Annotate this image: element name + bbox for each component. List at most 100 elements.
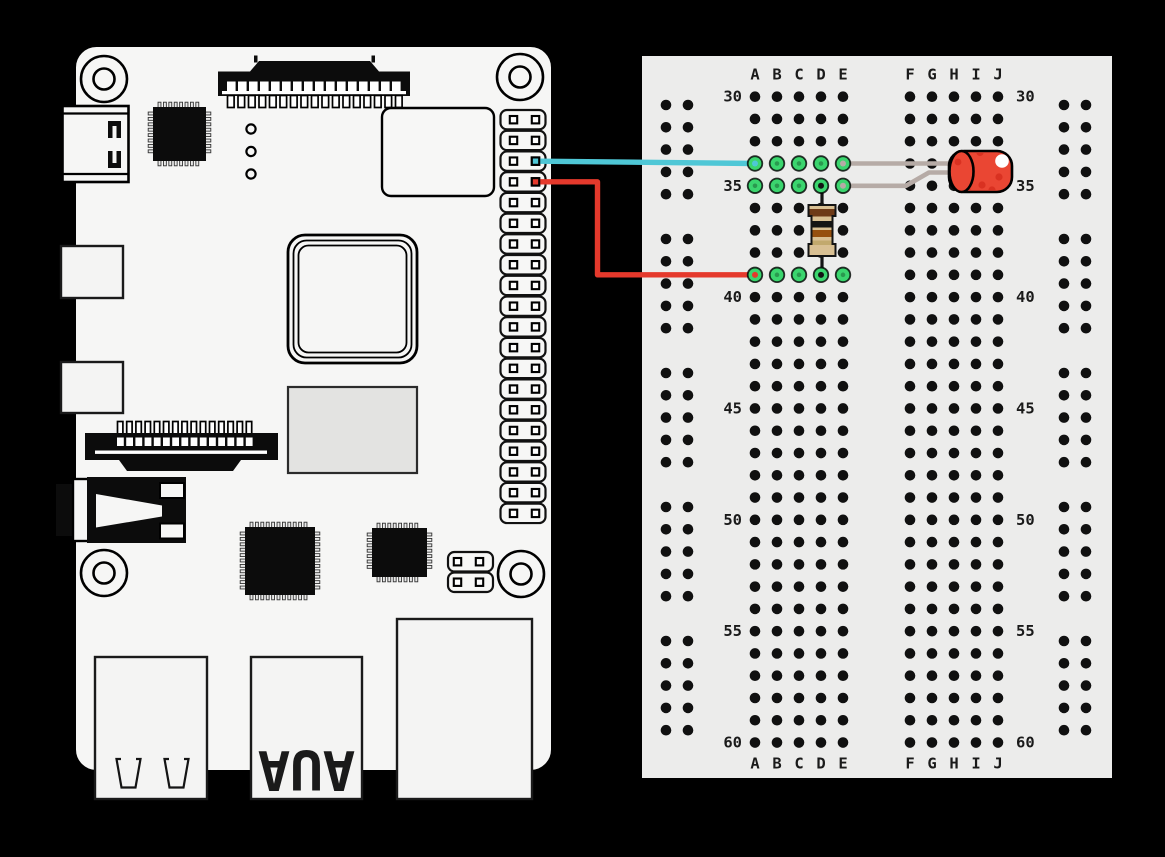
breadboard-hole <box>948 403 960 414</box>
breadboard-hole <box>904 135 916 147</box>
breadboard-hole <box>749 202 761 214</box>
breadboard-label: 60 <box>1016 734 1035 752</box>
breadboard-hole <box>749 135 761 147</box>
breadboard-hole <box>1080 99 1092 111</box>
breadboard-hole <box>1080 546 1092 557</box>
gpio-pin-pair <box>499 440 547 463</box>
breadboard-hole <box>682 434 694 446</box>
breadboard-hole-connected <box>746 177 764 194</box>
cyan-jumper-wire <box>536 158 758 167</box>
breadboard-hole <box>948 358 960 370</box>
breadboard-hole <box>815 648 827 659</box>
breadboard-hole <box>926 603 938 615</box>
wifi-module <box>380 106 496 198</box>
breadboard-hole <box>749 336 761 347</box>
gpio-pin <box>530 280 541 291</box>
breadboard-hole <box>837 380 849 392</box>
breadboard-hole <box>1058 501 1070 513</box>
breadboard-hole <box>815 737 827 748</box>
breadboard-hole <box>904 625 916 637</box>
breadboard-hole <box>926 559 938 570</box>
gpio-pin-pair <box>499 502 547 525</box>
breadboard-label: J <box>993 755 1002 773</box>
breadboard-hole <box>771 536 783 548</box>
breadboard-hole <box>771 225 783 236</box>
breadboard-hole <box>926 269 938 281</box>
breadboard-hole <box>970 202 982 214</box>
breadboard-hole <box>1080 166 1092 178</box>
breadboard-hole <box>926 336 938 347</box>
gpio-pin-pair <box>499 108 547 131</box>
breadboard-hole <box>992 692 1004 704</box>
breadboard-hole <box>682 390 694 401</box>
breadboard-hole <box>970 737 982 748</box>
breadboard-hole <box>948 670 960 682</box>
breadboard-label: 50 <box>723 511 742 529</box>
breadboard-hole <box>660 635 672 647</box>
gpio-header <box>499 108 547 525</box>
breadboard-hole <box>682 702 694 714</box>
breadboard-hole <box>904 536 916 548</box>
gpio-pin <box>530 446 541 456</box>
breadboard-hole <box>749 514 761 526</box>
breadboard-hole <box>904 403 916 414</box>
led-end-cap <box>948 149 975 194</box>
breadboard-hole <box>682 635 694 647</box>
gpio-pin <box>508 322 519 332</box>
gpio-pin <box>508 301 519 311</box>
breadboard-hole <box>1080 501 1092 513</box>
resistor-band <box>811 230 833 237</box>
gpio-pin <box>508 218 519 229</box>
breadboard-label: 35 <box>1016 177 1035 195</box>
gpio-pin-pair <box>499 316 547 338</box>
display-connector <box>218 55 410 109</box>
breadboard-hole-insert <box>774 183 780 189</box>
breadboard-hole <box>682 456 694 468</box>
breadboard-hole <box>904 202 916 214</box>
breadboard-hole <box>948 625 960 637</box>
breadboard-hole <box>1080 724 1092 736</box>
breadboard-hole <box>926 225 938 236</box>
breadboard-hole <box>815 536 827 548</box>
micro-hdmi-port <box>59 360 125 415</box>
breadboard-hole <box>682 322 694 334</box>
breadboard-hole <box>771 113 783 125</box>
breadboard-hole <box>948 559 960 570</box>
breadboard-hole <box>948 536 960 548</box>
gpio-pin <box>530 156 541 166</box>
gpio-pin <box>530 301 541 311</box>
breadboard-hole <box>815 670 827 682</box>
breadboard-hole <box>771 737 783 748</box>
breadboard-hole <box>1080 702 1092 714</box>
breadboard-hole <box>682 233 694 245</box>
breadboard-hole <box>815 559 827 570</box>
breadboard-hole <box>749 559 761 570</box>
breadboard-hole <box>837 403 849 414</box>
breadboard-label: C <box>794 66 803 84</box>
breadboard-hole <box>926 492 938 503</box>
gpio-pin <box>508 239 519 249</box>
breadboard-hole <box>1080 278 1092 289</box>
breadboard-label: D <box>816 66 825 84</box>
breadboard-hole <box>992 559 1004 570</box>
breadboard-hole <box>1080 524 1092 535</box>
breadboard-hole <box>1058 166 1070 178</box>
breadboard-hole <box>970 91 982 102</box>
breadboard-hole <box>837 514 849 526</box>
breadboard-hole <box>793 247 805 258</box>
breadboard-hole <box>904 514 916 526</box>
breadboard-hole <box>749 113 761 125</box>
breadboard-hole <box>771 314 783 325</box>
breadboard-hole <box>771 202 783 214</box>
breadboard-hole <box>904 269 916 281</box>
resistor-band <box>811 240 833 245</box>
breadboard-hole <box>815 603 827 615</box>
breadboard-hole <box>837 447 849 459</box>
breadboard-hole-insert <box>752 271 758 278</box>
breadboard-hole <box>1058 322 1070 334</box>
breadboard-hole <box>682 568 694 580</box>
breadboard-hole <box>749 536 761 548</box>
breadboard-hole <box>948 247 960 258</box>
breadboard-hole <box>771 648 783 659</box>
breadboard-hole <box>926 648 938 659</box>
